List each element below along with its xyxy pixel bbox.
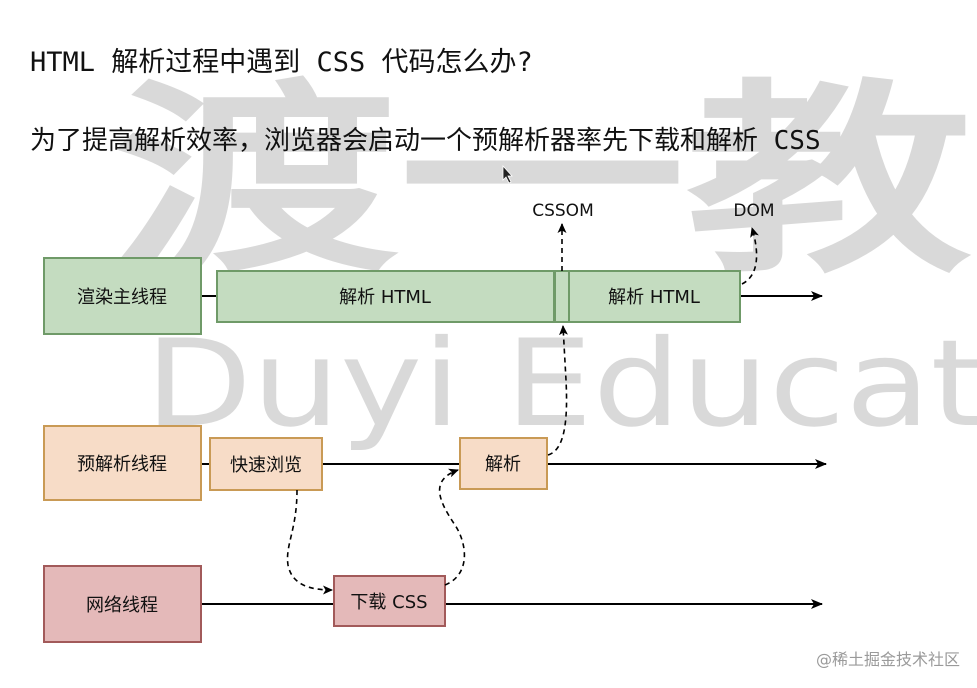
download-css-block: 下载 CSS xyxy=(333,575,446,627)
flow-download-to-parse xyxy=(438,468,466,586)
parse-html-gap-block xyxy=(554,270,570,323)
main-thread-box: 渲染主线程 xyxy=(43,257,202,335)
parse-css-label: 解析 xyxy=(485,454,521,475)
quick-scan-block: 快速浏览 xyxy=(209,437,323,491)
parse-css-block: 解析 xyxy=(459,437,548,490)
cssom-label: CSSOM xyxy=(532,201,594,221)
preparse-thread-box: 预解析线程 xyxy=(43,425,202,501)
main-thread-label: 渲染主线程 xyxy=(77,287,167,308)
parse-html-block-1: 解析 HTML xyxy=(216,270,555,323)
preparse-thread-label: 预解析线程 xyxy=(77,454,167,475)
parse-html-label-1: 解析 HTML xyxy=(339,287,431,308)
credit-watermark: @稀土掘金技术社区 xyxy=(816,650,960,669)
network-thread-label: 网络线程 xyxy=(86,595,158,616)
quick-scan-label: 快速浏览 xyxy=(230,455,302,476)
flow-quick-scan-to-download xyxy=(286,489,333,595)
download-css-label: 下载 CSS xyxy=(350,592,427,613)
mouse-cursor-icon xyxy=(502,164,513,184)
flow-main-to-dom xyxy=(741,227,759,285)
parse-html-block-2: 解析 HTML xyxy=(568,270,741,323)
page-title: HTML 解析过程中遇到 CSS 代码怎么办? xyxy=(30,47,533,78)
parse-html-label-2: 解析 HTML xyxy=(608,287,700,308)
page-subtitle: 为了提高解析效率，浏览器会启动一个预解析器率先下载和解析 CSS xyxy=(30,126,821,156)
network-thread-box: 网络线程 xyxy=(43,565,202,643)
watermark-cn: 渡一教 xyxy=(112,63,972,301)
watermark-en: Duyi Educat xyxy=(145,315,977,454)
dom-label: DOM xyxy=(733,201,774,221)
